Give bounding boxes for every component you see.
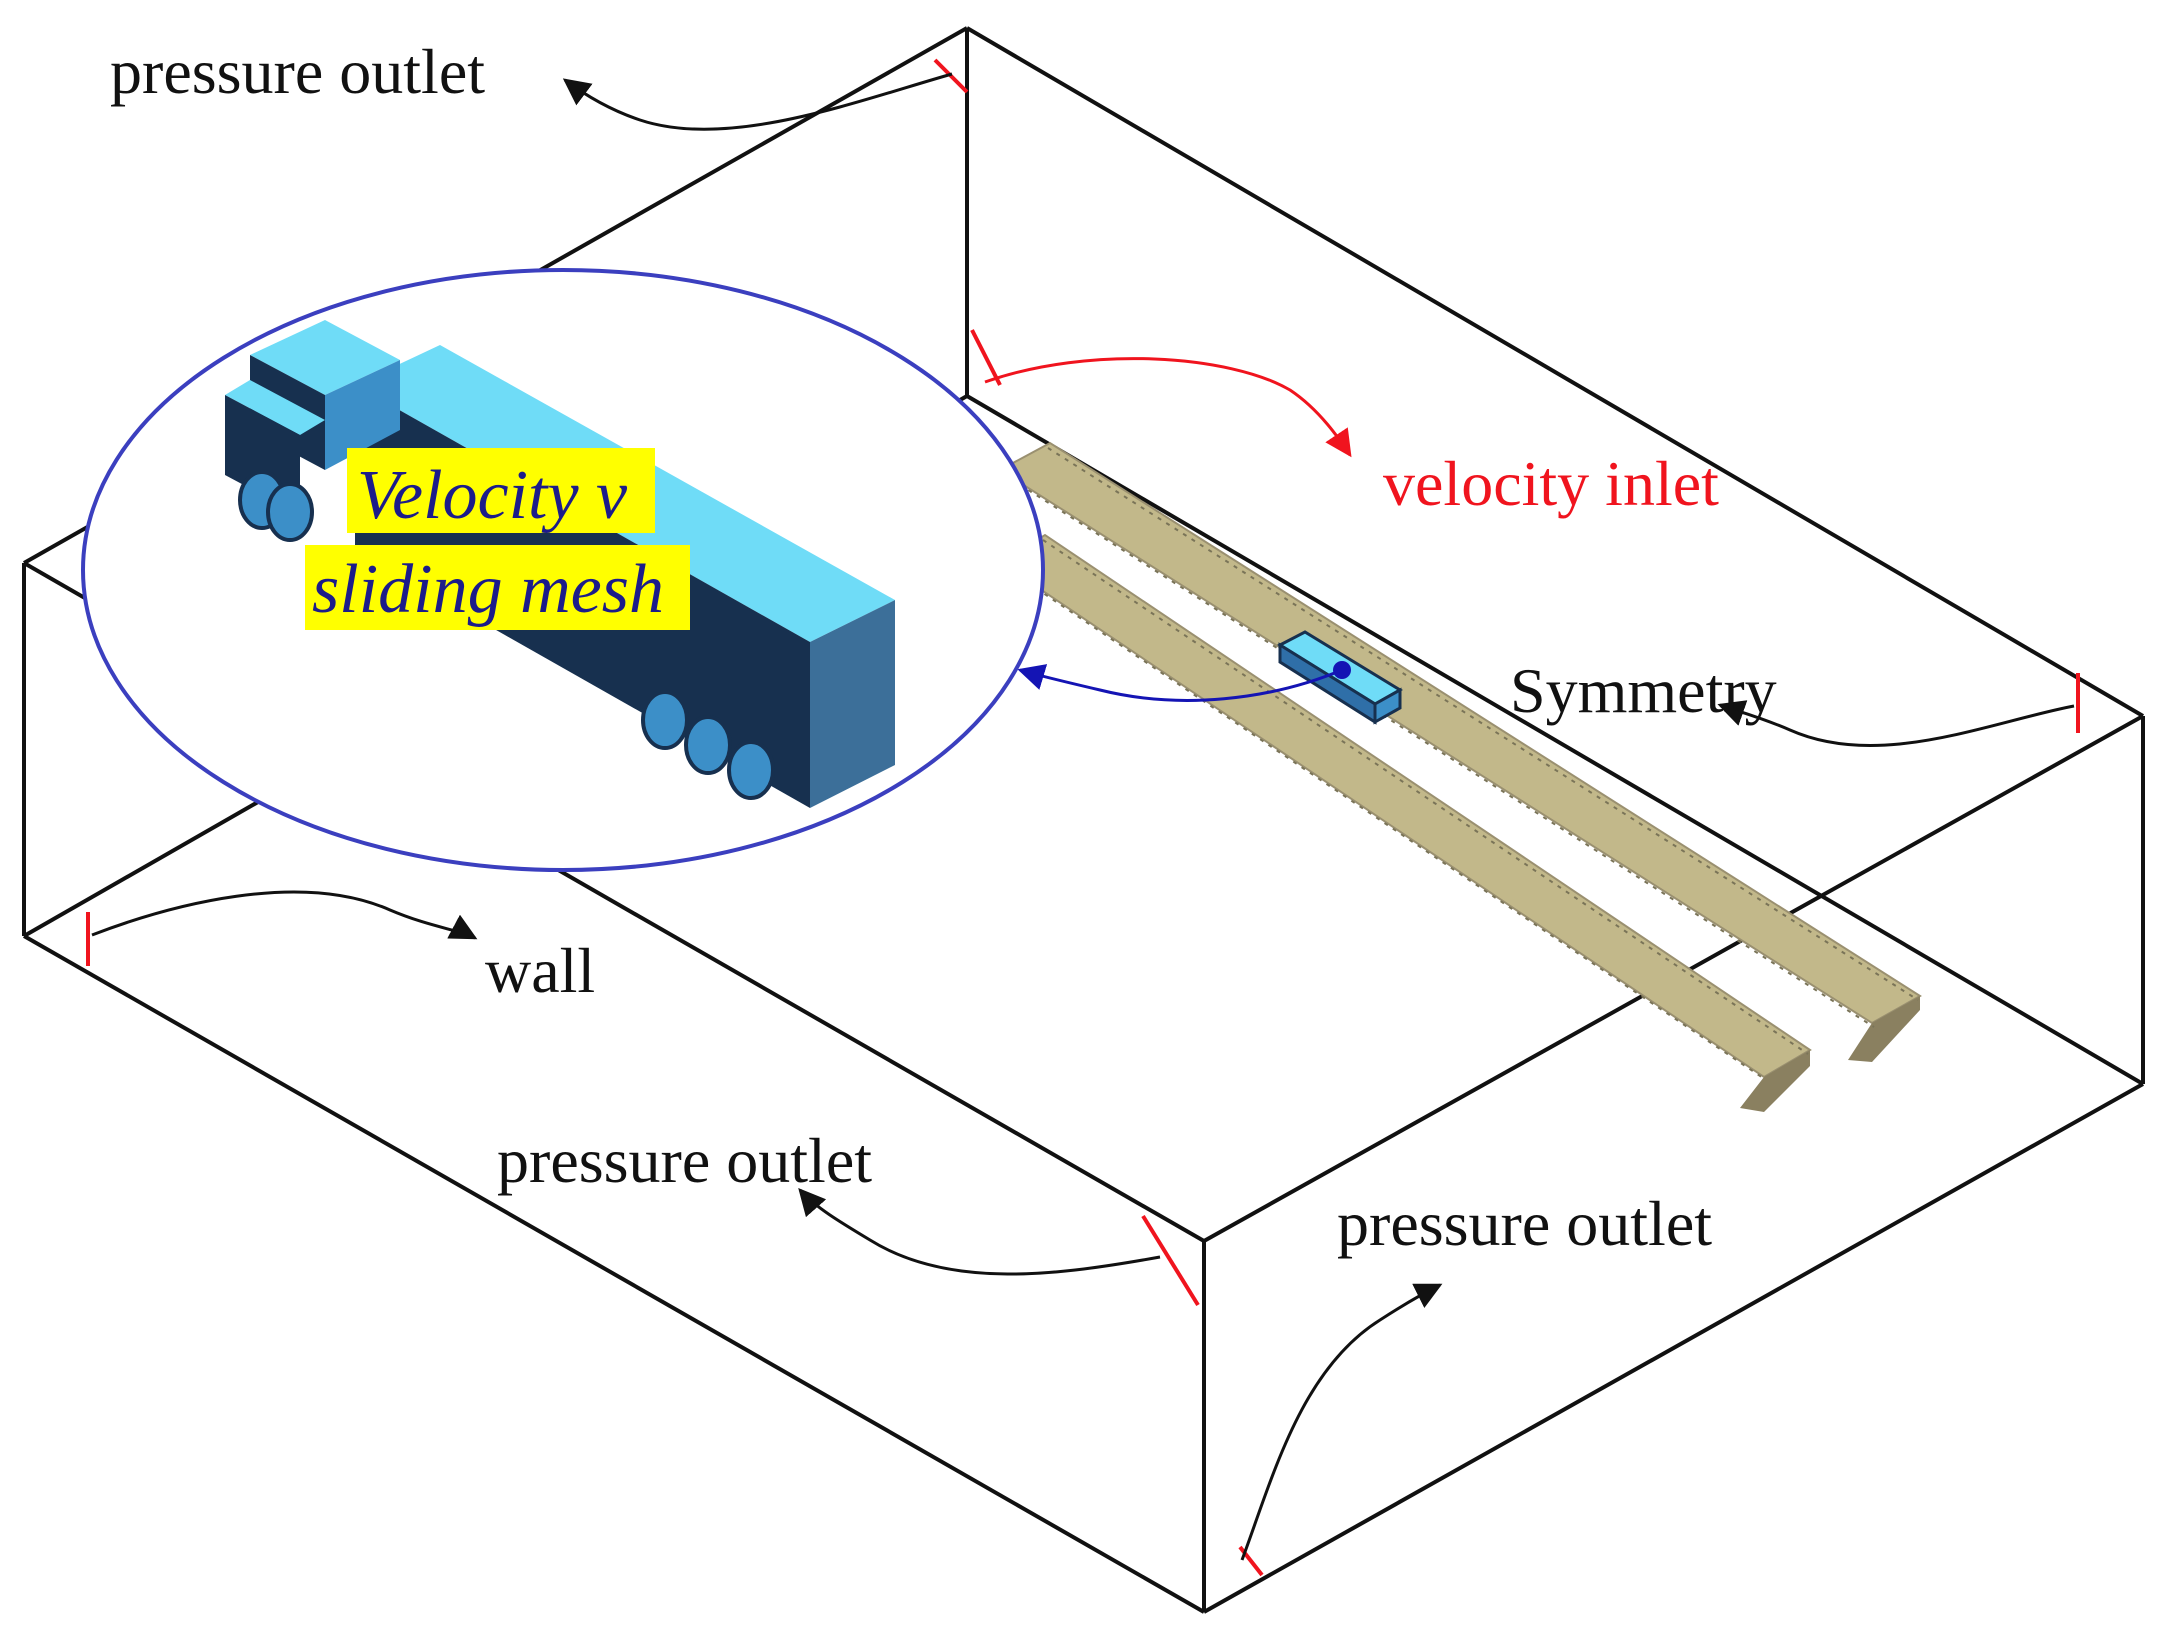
bridge-deck-upper (998, 441, 1922, 1025)
arrow-velocity-inlet (984, 357, 1352, 458)
arrow-pressure-outlet-top (562, 72, 953, 131)
bridge-deck-icon (998, 441, 1922, 1112)
label-symmetry: Symmetry (1510, 655, 1777, 726)
label-velocity-inlet: velocity inlet (1383, 448, 1719, 519)
inset-label-line2: sliding mesh (312, 551, 664, 628)
bridge-deck-upper-side (1848, 996, 1920, 1062)
bridge-deck-lower-side (1740, 1050, 1810, 1112)
boundary-markers (86, 58, 2080, 1577)
inset-callout: Velocity v sliding mesh (81, 268, 1045, 872)
leader-arrows (91, 72, 2075, 1561)
arrow-pressure-outlet-right (1240, 1283, 1443, 1561)
label-pressure-outlet-front: pressure outlet (497, 1125, 872, 1196)
arrow-symmetry (1717, 700, 2075, 748)
arrow-pressure-outlet-front (798, 1187, 1161, 1276)
arrow-inset-callout (1017, 664, 1343, 702)
arrow-wall (91, 890, 478, 940)
truck-icon (225, 320, 895, 808)
label-pressure-outlet-right: pressure outlet (1337, 1188, 1712, 1259)
inset-label-highlight-2 (305, 545, 690, 630)
vehicle-small (1276, 630, 1403, 725)
bridge-deck-lower (998, 533, 1812, 1079)
label-pressure-outlet-top: pressure outlet (110, 36, 485, 107)
inset-label-highlight-1 (347, 448, 655, 533)
label-wall: wall (485, 935, 595, 1006)
inset-label-line1: Velocity v (357, 457, 628, 534)
